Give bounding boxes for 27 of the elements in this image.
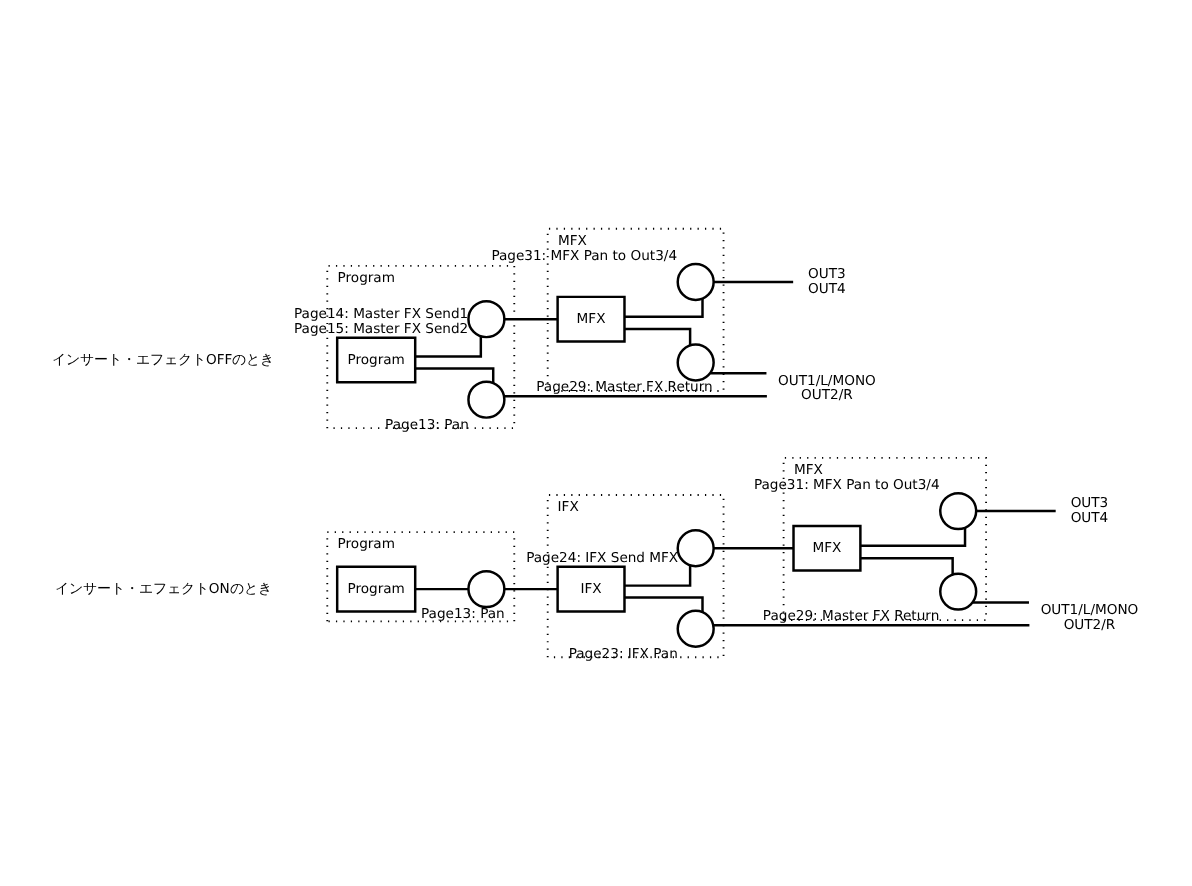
connector (504, 587, 558, 591)
node-circle (467, 569, 506, 609)
node-circle (676, 262, 715, 302)
node-circle (676, 609, 715, 648)
node-circle (939, 491, 978, 531)
connector (415, 336, 483, 358)
connector (860, 528, 967, 547)
node-circle (676, 343, 715, 382)
connector (415, 587, 469, 591)
connector (415, 367, 495, 383)
connector (624, 596, 704, 613)
connector (710, 372, 767, 375)
connector (713, 624, 1030, 627)
connector (624, 298, 704, 318)
connector (972, 601, 1029, 604)
connector (624, 565, 692, 587)
connector (976, 509, 1056, 513)
connector (713, 547, 794, 550)
node-circle (467, 380, 506, 419)
node-circle (676, 529, 715, 568)
connector (504, 317, 558, 321)
node-circle (467, 299, 506, 339)
connector (713, 280, 794, 284)
node-circle (939, 572, 978, 611)
connector (624, 327, 692, 346)
connector (860, 556, 954, 575)
connector (504, 395, 767, 398)
